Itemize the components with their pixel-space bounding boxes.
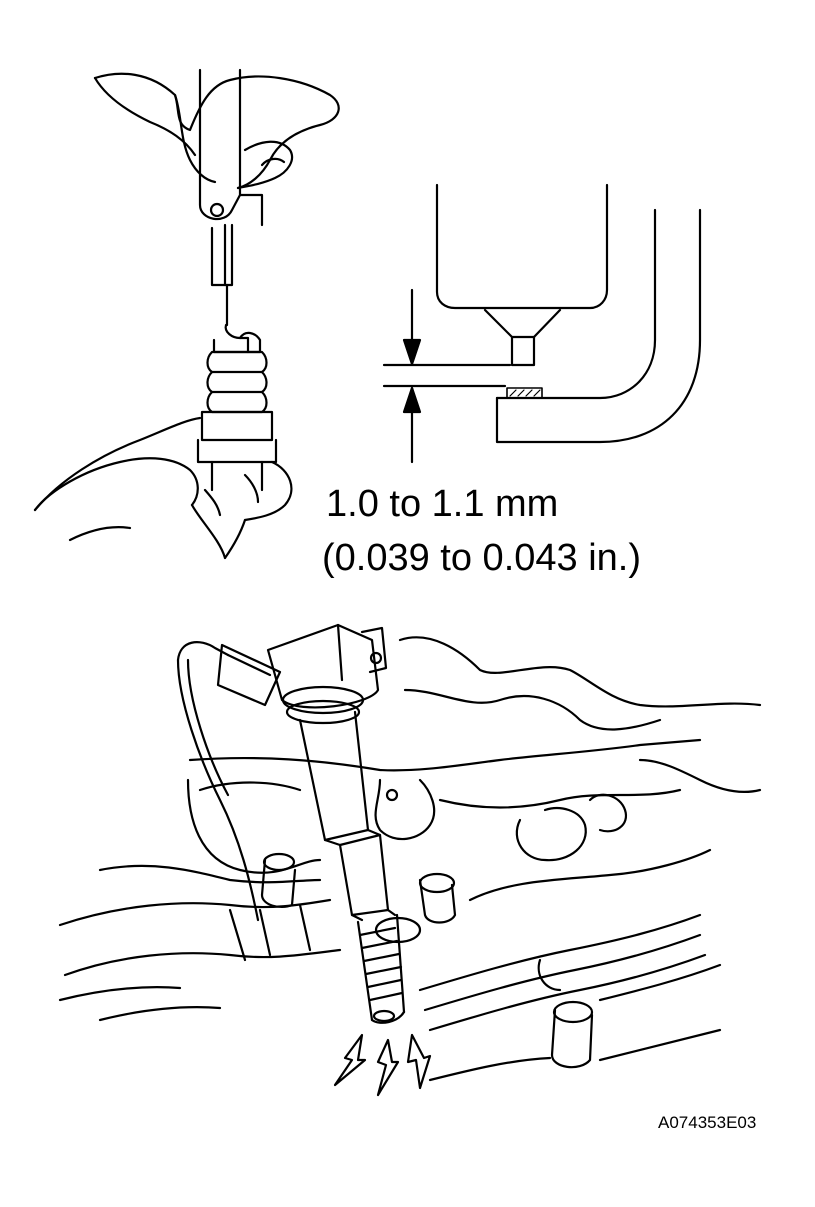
gap-spec-imperial: (0.039 to 0.043 in.) (322, 537, 641, 579)
electrode-gap-cross-section-icon (384, 185, 700, 462)
figure-id-label: A074353E03 (658, 1113, 757, 1132)
gap-spec-metric: 1.0 to 1.1 mm (326, 483, 559, 525)
gap-gauge-measuring-spark-plug-icon (35, 70, 339, 558)
ignition-coil-spark-test-icon (60, 625, 760, 1095)
